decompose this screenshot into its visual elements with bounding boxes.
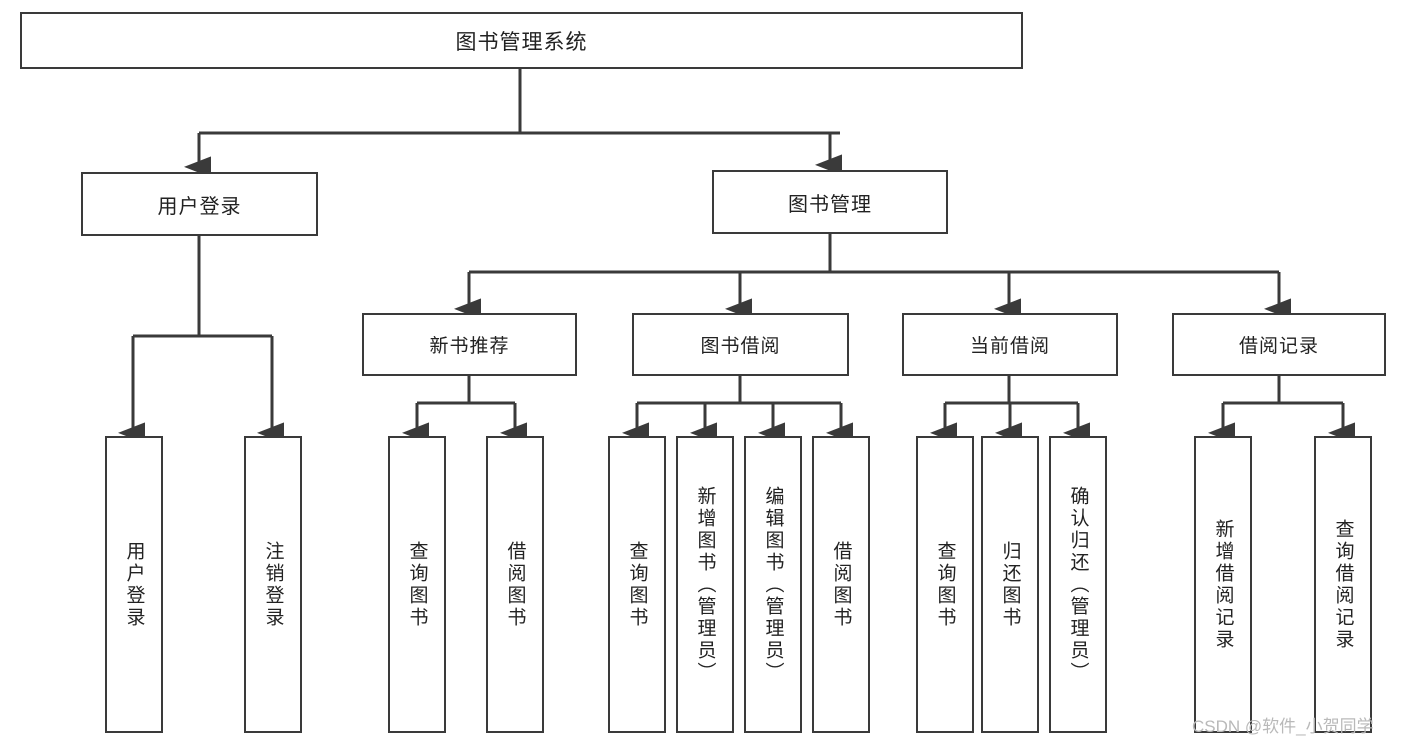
leaf-cb-query-book-label: 查询图书 (934, 540, 956, 629)
node-book-manage[interactable]: 图书管理 (712, 170, 948, 234)
leaf-cb-confirm-return-label: 确认归还（管理员） (1067, 485, 1089, 684)
node-new-book-recommend-label: 新书推荐 (429, 336, 510, 357)
leaf-nb-query-book-label: 查询图书 (406, 540, 428, 629)
node-book-manage-label: 图书管理 (788, 193, 872, 216)
leaf-cb-return-book-label: 归还图书 (999, 540, 1021, 629)
leaf-nb-borrow-book[interactable]: 借阅图书 (486, 436, 544, 733)
leaf-bb-query-book[interactable]: 查询图书 (608, 436, 666, 733)
node-book-borrow-label: 图书借阅 (700, 336, 781, 357)
leaf-nb-borrow-book-label: 借阅图书 (504, 540, 526, 629)
leaf-user-login[interactable]: 用户登录 (105, 436, 163, 733)
leaf-bb-edit-book[interactable]: 编辑图书（管理员） (744, 436, 802, 733)
leaf-cb-query-book[interactable]: 查询图书 (916, 436, 974, 733)
node-new-book-recommend[interactable]: 新书推荐 (362, 313, 577, 376)
node-book-borrow[interactable]: 图书借阅 (632, 313, 849, 376)
leaf-bb-borrow-book[interactable]: 借阅图书 (812, 436, 870, 733)
leaf-user-login-label: 用户登录 (123, 540, 145, 629)
leaf-br-add-record-label: 新增借阅记录 (1212, 518, 1234, 651)
node-root-system[interactable]: 图书管理系统 (20, 12, 1023, 69)
leaf-nb-query-book[interactable]: 查询图书 (388, 436, 446, 733)
leaf-logout[interactable]: 注销登录 (244, 436, 302, 733)
leaf-br-query-record[interactable]: 查询借阅记录 (1314, 436, 1372, 733)
node-borrow-record-label: 借阅记录 (1238, 336, 1319, 357)
node-current-borrow[interactable]: 当前借阅 (902, 313, 1118, 376)
leaf-br-add-record[interactable]: 新增借阅记录 (1194, 436, 1252, 733)
leaf-cb-confirm-return[interactable]: 确认归还（管理员） (1049, 436, 1107, 733)
leaf-bb-borrow-book-label: 借阅图书 (830, 540, 852, 629)
leaf-bb-add-book-label: 新增图书（管理员） (694, 485, 716, 684)
watermark: CSDN @软件_小贺同学 (1192, 717, 1374, 736)
node-user-login-label: 用户登录 (157, 195, 242, 218)
leaf-br-query-record-label: 查询借阅记录 (1332, 518, 1354, 651)
node-current-borrow-label: 当前借阅 (969, 336, 1050, 357)
node-user-login[interactable]: 用户登录 (81, 172, 318, 236)
leaf-logout-label: 注销登录 (262, 540, 284, 629)
leaf-cb-return-book[interactable]: 归还图书 (981, 436, 1039, 733)
node-root-system-label: 图书管理系统 (455, 30, 588, 54)
node-borrow-record[interactable]: 借阅记录 (1172, 313, 1386, 376)
leaf-bb-add-book[interactable]: 新增图书（管理员） (676, 436, 734, 733)
leaf-bb-edit-book-label: 编辑图书（管理员） (762, 485, 784, 684)
leaf-bb-query-book-label: 查询图书 (626, 540, 648, 629)
